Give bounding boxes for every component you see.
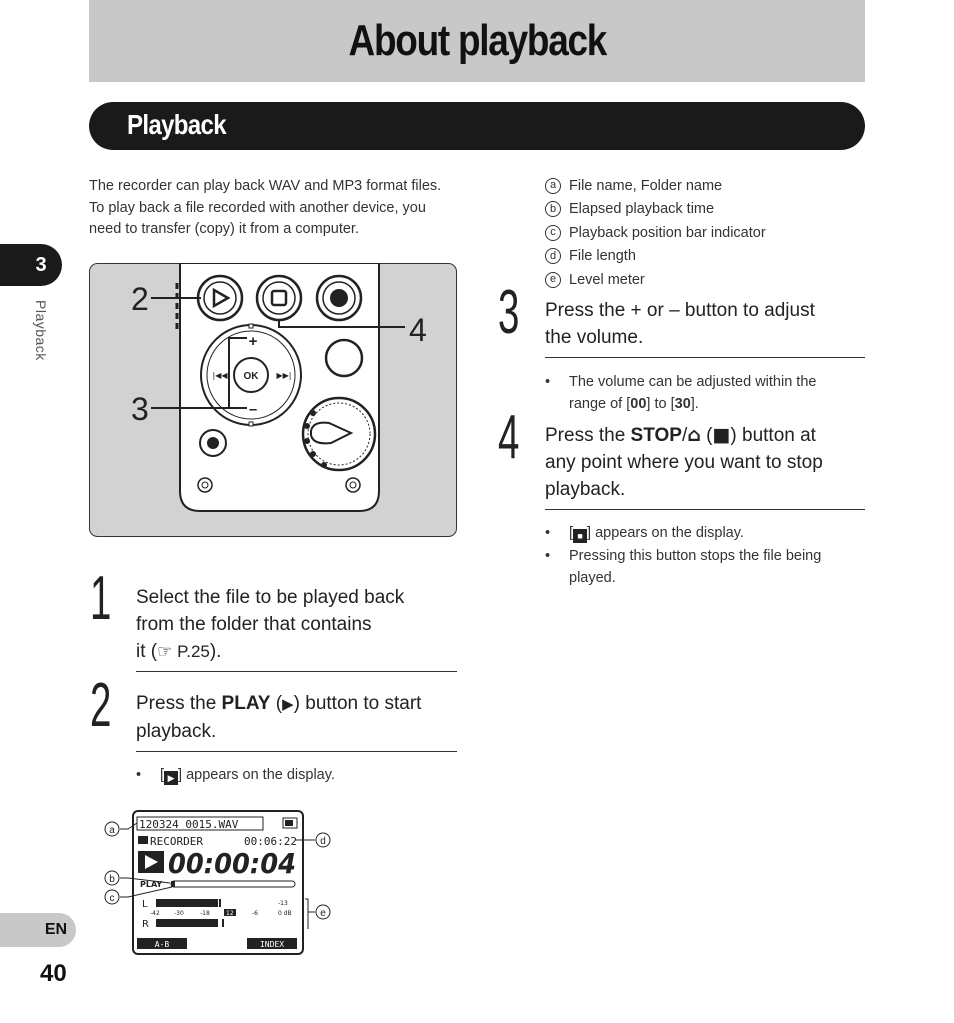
stop-status-icon: ■: [573, 529, 588, 543]
step-1-text: Select the file to be played back from t…: [136, 587, 405, 662]
lcd-callout-e: e: [320, 908, 326, 919]
erase-button-illustration: [324, 338, 364, 378]
minus-label: –: [249, 401, 257, 418]
lcd-file-length: 00:06:22: [244, 835, 297, 848]
page-reference-link[interactable]: ☞ P.25: [157, 642, 210, 661]
stop-button-illustration: [255, 274, 303, 322]
lcd-left-channel: L: [142, 899, 148, 910]
step-3-number: 3: [498, 278, 520, 347]
language-tab: EN: [0, 913, 76, 947]
lcd-callout-c: c: [110, 893, 115, 904]
lcd-level-meter-right: [156, 919, 218, 927]
recorder-illustration: OK + – |◀◀ ▶▶| 2 4 3: [89, 263, 457, 537]
svg-text:-30: -30: [174, 910, 184, 917]
step-3-divider: [545, 357, 865, 358]
lcd-right-channel: R: [142, 919, 149, 930]
callout-4: 4: [409, 312, 427, 348]
step-4-number: 4: [498, 403, 520, 472]
lcd-peak-value: -13: [278, 900, 288, 907]
section-title: Playback: [127, 109, 227, 140]
lcd-folder: RECORDER: [150, 835, 203, 848]
svg-text:-6: -6: [252, 910, 258, 917]
step-2-number: 2: [90, 671, 112, 740]
lcd-filename: 120324_0015.WAV: [139, 818, 239, 831]
lcd-softkey-right: INDEX: [260, 940, 284, 949]
lcd-display-illustration: 120324_0015.WAV RECORDER 00:06:22 00:00:…: [104, 810, 331, 955]
record-button-illustration: [315, 274, 363, 322]
chapter-side-label: Playback: [33, 300, 49, 361]
lcd-callout-lines: [120, 822, 315, 929]
svg-text:-18: -18: [200, 910, 210, 917]
step-3-bullet: The volume can be adjusted within the ra…: [545, 372, 865, 415]
lcd-mode: PLAY: [140, 880, 162, 889]
step-3-text: Press the + or – button to adjust the vo…: [545, 300, 815, 348]
screw-right: [345, 477, 361, 493]
svg-text:▶▶|: ▶▶|: [277, 371, 292, 380]
page-number: 40: [40, 960, 67, 987]
section-header: Playback: [89, 102, 865, 150]
play-button-illustration: [196, 274, 244, 322]
home-icon: ⌂: [687, 424, 701, 446]
step-4-divider: [545, 509, 865, 510]
chapter-number: 3: [35, 253, 47, 276]
screw-left: [197, 477, 213, 493]
lcd-level-meter-left: [156, 899, 218, 907]
lcd-elapsed-time: 00:00:04: [168, 847, 296, 880]
svg-text:-42: -42: [150, 910, 160, 917]
fn-button-illustration: [199, 429, 227, 457]
play-status-icon: ▶: [164, 771, 179, 785]
step-4-bullet-2: Pressing this button stops the file bein…: [545, 546, 865, 589]
callout-lines: [151, 297, 405, 409]
plus-label: +: [249, 333, 258, 350]
step-4-text: Press the STOP/⌂ (■) button at any point…: [545, 424, 823, 500]
lcd-softkey-left: A-B: [155, 940, 170, 949]
callout-3: 3: [131, 391, 149, 427]
page-title-bar: About playback: [89, 0, 865, 82]
step-2-bullet: [▶] appears on the display.: [136, 765, 460, 787]
lcd-callout-a: a: [109, 825, 115, 836]
step-4-bullet-1: [■] appears on the display.: [545, 523, 865, 545]
chapter-tab: 3: [0, 244, 62, 286]
dpad-illustration: OK + – |◀◀ ▶▶|: [200, 323, 302, 427]
lcd-scale: -42 -30 -18 12 -6 0 dB: [150, 909, 292, 917]
stop-icon: ■: [712, 424, 731, 446]
step-2-divider: [136, 751, 457, 752]
step-2-text: Press the PLAY (▶) button to start playb…: [136, 693, 422, 742]
svg-text:|◀◀: |◀◀: [213, 371, 229, 380]
page-title: About playback: [348, 16, 607, 65]
lcd-callout-d: d: [320, 836, 326, 847]
play-icon: ▶: [282, 695, 294, 713]
svg-text:0 dB: 0 dB: [278, 910, 292, 917]
svg-text:12: 12: [226, 910, 234, 917]
lcd-callout-b: b: [109, 874, 115, 885]
ok-label: OK: [244, 371, 260, 382]
language-code: EN: [44, 921, 68, 938]
intro-paragraph: The recorder can play back WAV and MP3 f…: [89, 178, 442, 237]
callout-2: 2: [131, 281, 149, 317]
step-1-number: 1: [90, 564, 112, 633]
mode-dial-illustration: [301, 396, 377, 472]
step-1-divider: [136, 671, 457, 672]
